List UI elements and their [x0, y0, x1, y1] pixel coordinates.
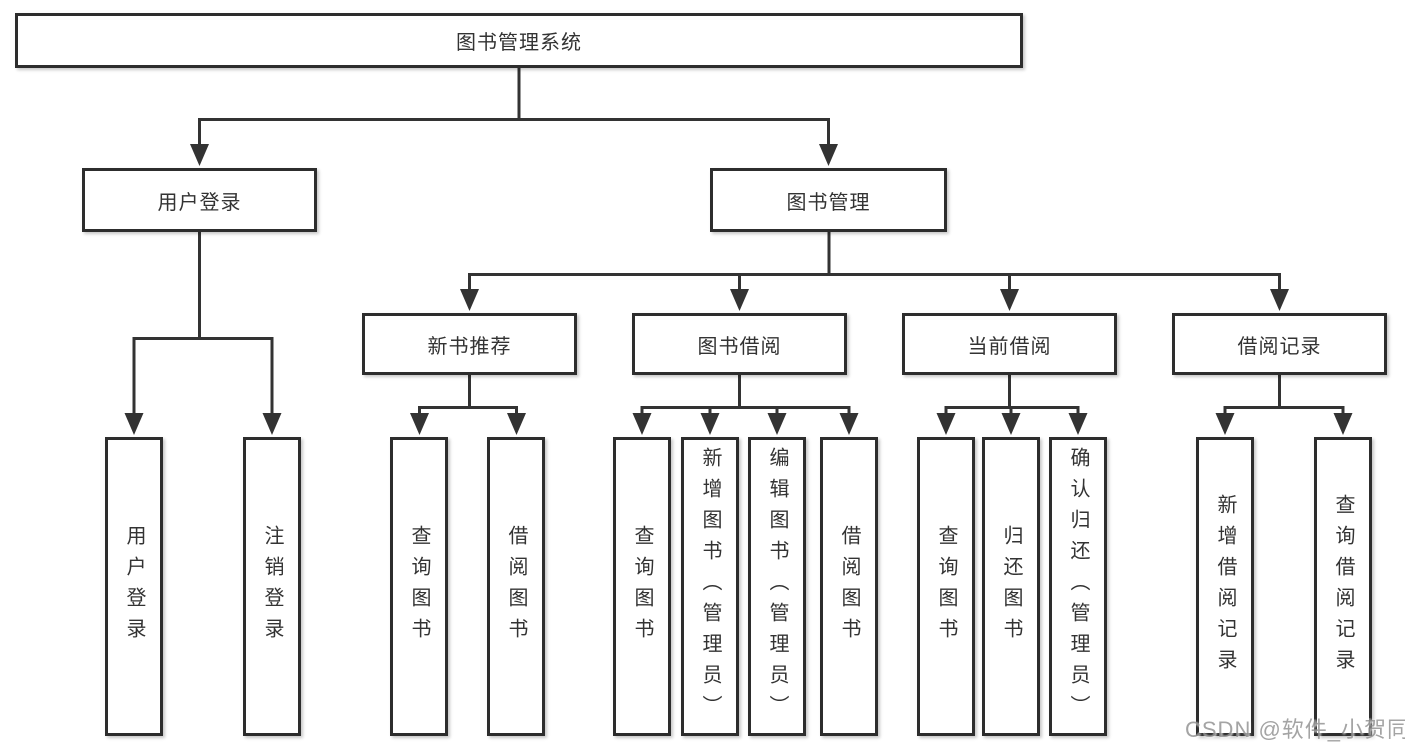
leaf-records-query-record-label: 查询借阅记录	[1332, 493, 1354, 680]
leaf-borrow-edit-books-admin-label: 编辑图书（管理员）	[766, 447, 788, 726]
node-current-borrow: 当前借阅	[902, 313, 1117, 375]
leaf-borrow-add-books-admin: 新增图书（管理员）	[681, 437, 739, 736]
node-new-book-recommend: 新书推荐	[362, 313, 577, 375]
leaf-user-login-label: 用户登录	[123, 524, 145, 649]
node-user-login-branch-label: 用户登录	[157, 191, 242, 214]
leaf-logout: 注销登录	[243, 437, 301, 736]
leaf-borrow-borrow-books-label: 借阅图书	[838, 524, 860, 649]
node-book-borrow: 图书借阅	[632, 313, 847, 375]
leaf-current-return-books: 归还图书	[982, 437, 1040, 736]
leaf-borrow-borrow-books: 借阅图书	[820, 437, 878, 736]
leaf-recommend-borrow-books-label: 借阅图书	[505, 524, 527, 649]
leaf-records-add-record: 新增借阅记录	[1196, 437, 1254, 736]
leaf-borrow-edit-books-admin: 编辑图书（管理员）	[748, 437, 806, 736]
leaf-recommend-query-books: 查询图书	[390, 437, 448, 736]
leaf-logout-label: 注销登录	[261, 524, 283, 649]
leaf-borrow-add-books-admin-label: 新增图书（管理员）	[699, 447, 721, 726]
node-root: 图书管理系统	[15, 13, 1023, 68]
leaf-current-confirm-return-admin: 确认归还（管理员）	[1049, 437, 1107, 736]
leaf-records-query-record: 查询借阅记录	[1314, 437, 1372, 736]
node-root-label: 图书管理系统	[456, 32, 582, 54]
watermark: CSDN @软件_小贺同学	[1185, 717, 1405, 742]
node-book-management-label: 图书管理	[786, 191, 871, 214]
node-borrow-records: 借阅记录	[1172, 313, 1387, 375]
node-book-borrow-label: 图书借阅	[697, 335, 782, 358]
leaf-recommend-borrow-books: 借阅图书	[487, 437, 545, 736]
node-user-login-branch: 用户登录	[82, 168, 317, 232]
leaf-current-query-books: 查询图书	[917, 437, 975, 736]
node-borrow-records-label: 借阅记录	[1237, 335, 1322, 358]
tree-edges	[132, 68, 1345, 418]
node-new-book-recommend-label: 新书推荐	[427, 335, 512, 358]
leaf-recommend-query-books-label: 查询图书	[408, 524, 430, 649]
leaf-borrow-query-books-label: 查询图书	[631, 524, 653, 649]
node-book-management: 图书管理	[710, 168, 947, 232]
leaf-current-return-books-label: 归还图书	[1000, 524, 1022, 649]
leaf-current-confirm-return-admin-label: 确认归还（管理员）	[1067, 447, 1089, 726]
arrow-heads	[124, 144, 1353, 435]
leaf-current-query-books-label: 查询图书	[935, 524, 957, 649]
leaf-user-login: 用户登录	[105, 437, 163, 736]
leaf-borrow-query-books: 查询图书	[613, 437, 671, 736]
leaf-records-add-record-label: 新增借阅记录	[1214, 493, 1236, 680]
node-current-borrow-label: 当前借阅	[967, 335, 1052, 358]
